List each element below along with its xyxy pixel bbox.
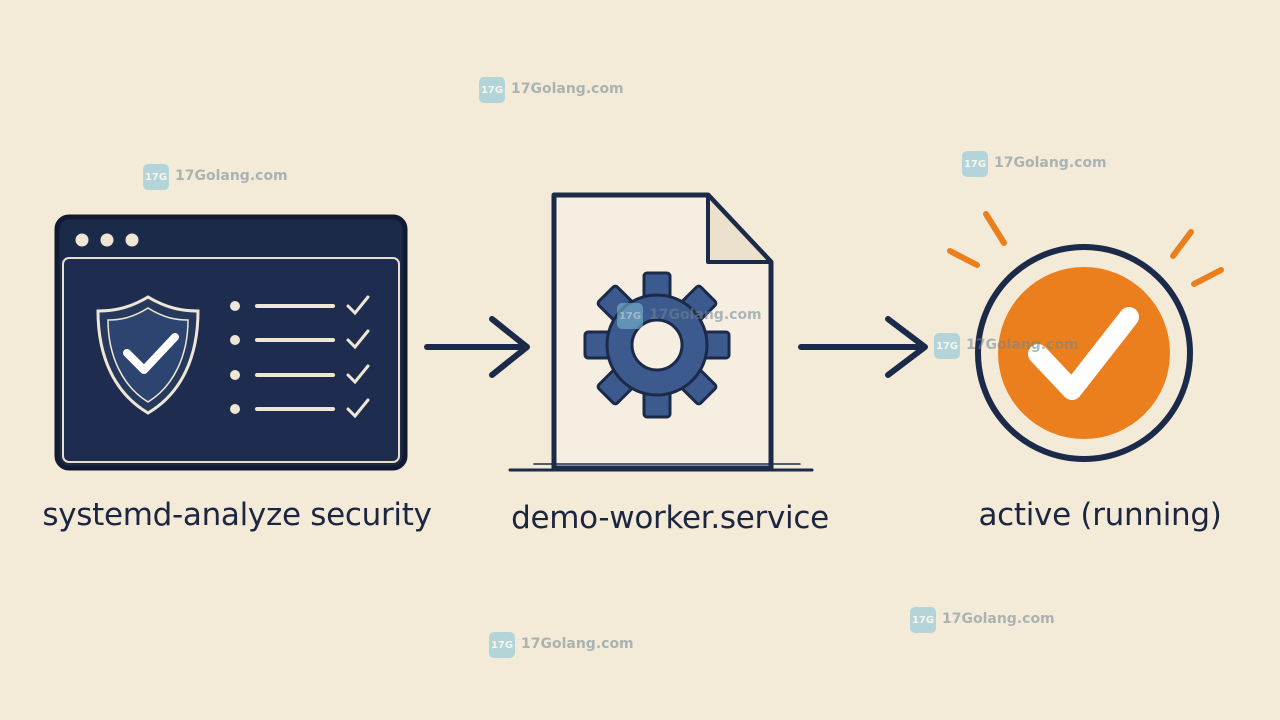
watermark-text: 17Golang.com xyxy=(649,307,762,323)
watermark: 17G 17Golang.com xyxy=(910,607,1055,633)
service-file-gear-icon xyxy=(508,192,814,472)
watermark-text: 17Golang.com xyxy=(994,155,1107,171)
watermark: 17G 17Golang.com xyxy=(479,77,624,103)
watermark-logo-icon: 17G xyxy=(143,164,169,190)
watermark: 17G 17Golang.com xyxy=(489,632,634,658)
watermark-text: 17Golang.com xyxy=(175,168,288,184)
watermark-logo-icon: 17G xyxy=(910,607,936,633)
watermark-text: 17Golang.com xyxy=(966,337,1079,353)
watermark: 17G 17Golang.com xyxy=(617,303,762,329)
watermark: 17G 17Golang.com xyxy=(934,333,1079,359)
watermark: 17G 17Golang.com xyxy=(962,151,1107,177)
watermark-text: 17Golang.com xyxy=(942,611,1055,627)
step-label-status: active (running) xyxy=(978,497,1222,533)
watermark: 17G 17Golang.com xyxy=(143,164,288,190)
watermark-logo-icon: 17G xyxy=(489,632,515,658)
watermark-text: 17Golang.com xyxy=(511,81,624,97)
security-terminal-icon xyxy=(54,214,408,471)
watermark-logo-icon: 17G xyxy=(479,77,505,103)
watermark-logo-icon: 17G xyxy=(617,303,643,329)
step-label-security: systemd-analyze security xyxy=(42,497,432,533)
watermark-text: 17Golang.com xyxy=(521,636,634,652)
watermark-logo-icon: 17G xyxy=(934,333,960,359)
active-check-icon xyxy=(947,211,1224,462)
arrow-icon xyxy=(424,316,530,378)
watermark-logo-icon: 17G xyxy=(962,151,988,177)
arrow-icon xyxy=(798,316,928,378)
step-label-service: demo-worker.service xyxy=(511,500,829,536)
